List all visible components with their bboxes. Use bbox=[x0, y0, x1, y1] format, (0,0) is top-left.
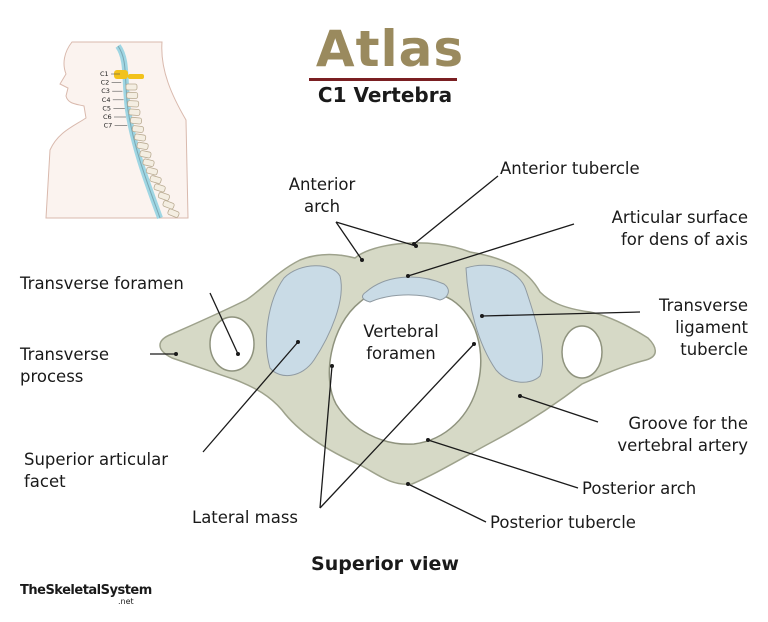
inset-vertebra bbox=[127, 100, 140, 108]
inset-vertebra bbox=[126, 91, 139, 99]
inset-vertebra bbox=[167, 208, 180, 218]
inset-vertebra bbox=[131, 125, 144, 133]
label-anterior-tubercle: Anterior tubercle bbox=[500, 159, 640, 178]
brand-logo: TheSkeletalSystem bbox=[20, 583, 152, 598]
inset-vertebra bbox=[128, 108, 141, 116]
leader-lines bbox=[150, 175, 641, 523]
label-posterior-arch: Posterior arch bbox=[582, 479, 697, 498]
c1-highlight-process bbox=[128, 74, 144, 79]
label-anterior-arch: Anterior arch bbox=[288, 175, 356, 216]
page-subtitle: C1 Vertebra bbox=[317, 83, 453, 107]
atlas-vertebra bbox=[159, 242, 656, 485]
c1-highlight bbox=[114, 70, 128, 79]
label-articular-surface: Articular surface for dens of axis bbox=[611, 208, 748, 249]
brand-suffix: .net bbox=[118, 597, 134, 606]
inset-vertebra bbox=[153, 183, 166, 193]
inset-vertebra bbox=[134, 133, 147, 142]
inset-vertebra bbox=[145, 166, 158, 176]
inset-vertebra bbox=[149, 175, 162, 184]
label-posterior-tubercle: Posterior tubercle bbox=[490, 513, 636, 532]
neck-inset-illustration bbox=[45, 41, 189, 220]
leader-dots bbox=[174, 242, 522, 486]
view-caption: Superior view bbox=[311, 553, 459, 575]
inset-vertebra bbox=[162, 200, 175, 210]
inset-vertebra bbox=[125, 83, 138, 91]
label-lateral-mass: Lateral mass bbox=[192, 508, 299, 527]
label-groove-vertebral-artery: Groove for the vertebral artery bbox=[617, 414, 748, 455]
label-transverse-foramen: Transverse foramen bbox=[20, 274, 184, 293]
inset-vertebra bbox=[142, 158, 155, 167]
label-vertebral-foramen: Vertebral foramen bbox=[363, 322, 439, 363]
label-superior-articular-facet: Superior articular facet bbox=[24, 450, 169, 491]
inset-vertebra bbox=[136, 141, 149, 150]
inset-vertebra bbox=[157, 191, 170, 201]
title-underline bbox=[309, 78, 457, 81]
label-transverse-process: Transverse process bbox=[20, 345, 110, 386]
page-title: Atlas bbox=[315, 20, 465, 78]
label-transverse-ligament-tubercle: Transverse ligament tubercle bbox=[658, 296, 748, 359]
spine-vertebrae-inset bbox=[125, 83, 180, 218]
inset-vertebra bbox=[139, 150, 152, 159]
inset-vertebra bbox=[130, 116, 143, 125]
